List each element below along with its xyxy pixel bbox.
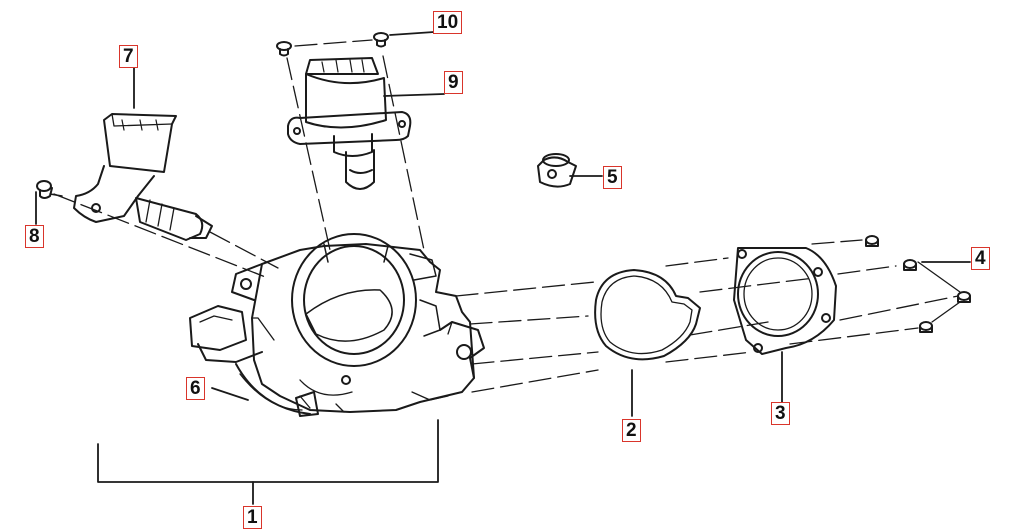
callout-2: 2 xyxy=(622,419,641,442)
gasket xyxy=(595,270,700,359)
cap xyxy=(538,154,576,187)
callout-6: 6 xyxy=(186,377,205,400)
throttle-position-sensor xyxy=(74,114,212,240)
callout-3: 3 xyxy=(771,402,790,425)
callout-5: 5 xyxy=(603,166,622,189)
leader-lines xyxy=(35,31,971,505)
callout-9: 9 xyxy=(444,71,463,94)
hose-connector xyxy=(190,306,318,416)
callout-1: 1 xyxy=(243,506,262,529)
alignment-lines xyxy=(53,55,959,393)
callout-4: 4 xyxy=(971,247,990,270)
callout-7: 7 xyxy=(119,45,138,68)
flange-plate xyxy=(734,248,836,354)
screw-right-top xyxy=(374,33,388,47)
screw-left-top xyxy=(277,42,291,56)
idle-air-control-valve xyxy=(288,58,410,189)
throttle-body xyxy=(232,234,484,412)
sensor-bolt xyxy=(37,181,62,198)
flange-bolts xyxy=(866,236,970,332)
callout-10: 10 xyxy=(433,11,463,34)
callout-8: 8 xyxy=(25,225,44,248)
